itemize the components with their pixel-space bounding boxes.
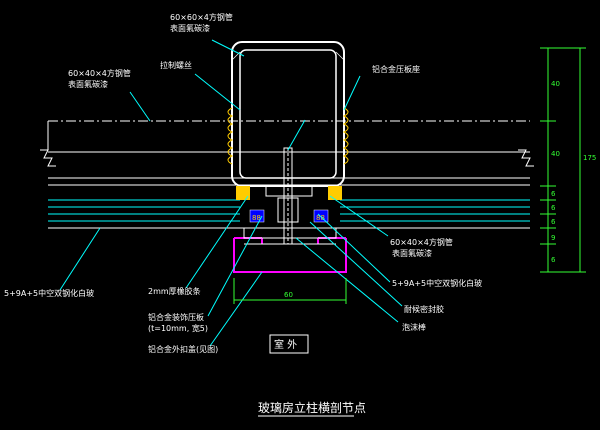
label-foam-rod: 泡沫棒: [402, 322, 426, 332]
dim-right-total: 175: [583, 154, 596, 162]
label-left-tube: 60×40×4方钢管: [68, 68, 131, 78]
center-pad: [265, 185, 313, 223]
svg-text:88: 88: [316, 214, 325, 222]
label-top-tube: 60×60×4方钢管: [170, 12, 233, 22]
label-pressure-plate-spec: (t=10mm, 宽5): [148, 323, 208, 333]
dim-right-mid: 40: [551, 150, 560, 158]
label-bolt: 拉制螺丝: [160, 60, 192, 70]
label-cover-cap: 铝合金外扣盖(见图): [148, 344, 218, 354]
glass-panel-lines: [48, 120, 530, 229]
gasket-right: 88: [313, 186, 342, 223]
dim-bottom-width: 60: [284, 291, 293, 299]
cover-cap: [233, 237, 347, 273]
aluminium-sleeve-right: [342, 107, 349, 165]
dim-right-low4: 9: [551, 234, 555, 242]
dimension-lines: [233, 47, 586, 304]
dim-right-low5: 6: [551, 256, 556, 264]
label-pressure-plate: 铝合金装饰压板: [148, 312, 204, 322]
label-left-tube-finish: 表面氟碳漆: [68, 79, 108, 89]
leader-lines: [59, 39, 403, 347]
pressure-plate: [243, 227, 337, 245]
aluminium-sleeve-left: [227, 107, 234, 165]
svg-text:88: 88: [252, 214, 261, 222]
break-line-right: [518, 149, 534, 167]
gasket-left: 88: [236, 186, 265, 223]
dim-right-top: 40: [551, 80, 560, 88]
exterior-box: [269, 334, 309, 354]
break-line-left: [40, 121, 56, 167]
label-tape: 2mm厚橡胶条: [148, 286, 201, 296]
label-right-tube: 60×40×4方钢管: [390, 237, 453, 247]
label-structural-sealant: 耐候密封胶: [404, 304, 444, 314]
label-left-glass: 5+9A+5中空双钢化白玻: [4, 288, 94, 298]
label-right-tube-finish: 表面氟碳漆: [392, 248, 432, 258]
label-exterior: 室 外: [274, 338, 297, 351]
dim-right-low3: 6: [551, 218, 556, 226]
dim-right-low1: 6: [551, 190, 556, 198]
label-top-tube-finish: 表面氟碳漆: [170, 23, 210, 33]
dim-right-low2: 6: [551, 204, 556, 212]
label-right-sleeve: 铝合金压板座: [372, 64, 420, 74]
drawing-title: 玻璃房立柱横剖节点: [258, 400, 366, 415]
label-right-glass: 5+9A+5中空双钢化白玻: [392, 278, 482, 288]
